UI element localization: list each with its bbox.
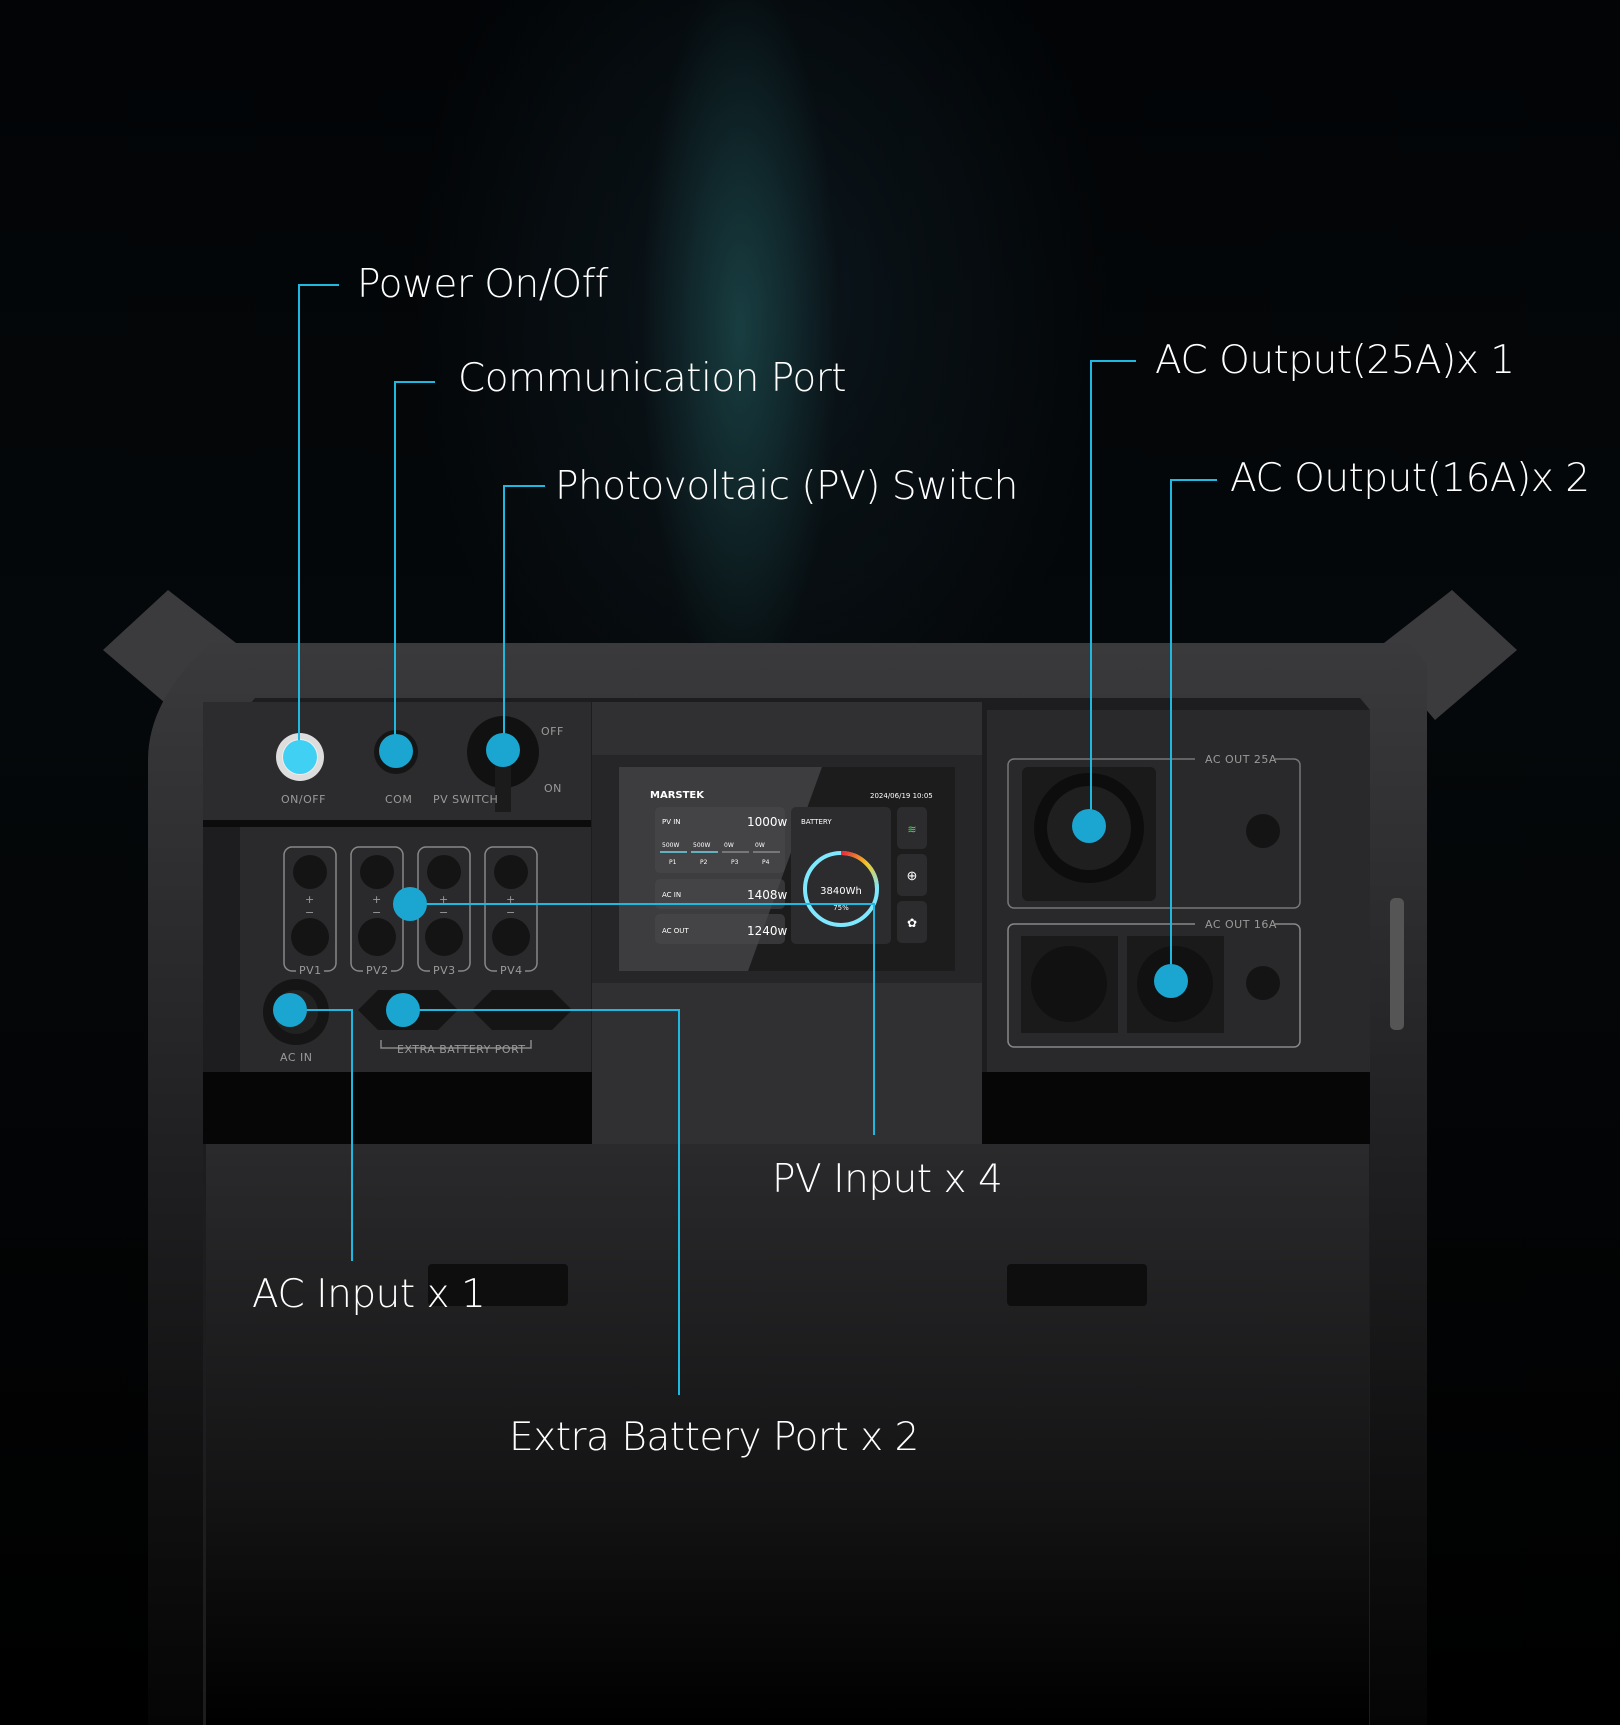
dot-com — [379, 734, 413, 768]
label-extra-battery-port: EXTRA BATTERY PORT — [397, 1043, 526, 1056]
callout-extra-battery: Extra Battery Port x 2 — [509, 1415, 919, 1460]
callout-ac-out-25: AC Output(25A)x 1 — [1155, 338, 1515, 383]
label-on-off: ON/OFF — [281, 793, 326, 806]
pv-channel-label: P3 — [731, 859, 739, 866]
label-pv-switch: PV SWITCH — [433, 793, 498, 806]
label-ac-out-25a: AC OUT 25A — [1205, 753, 1277, 766]
plus-label: + — [372, 893, 382, 906]
grip-left — [428, 1264, 568, 1306]
grip-right — [1007, 1264, 1147, 1306]
pv-channel-label: P1 — [669, 859, 677, 866]
settings-icon — [897, 901, 927, 943]
ac-in-label: AC IN — [662, 891, 681, 899]
svg-text:≋: ≋ — [907, 824, 916, 836]
battery-percent: 75% — [833, 904, 849, 912]
minus-label: − — [439, 906, 449, 919]
pv-channel-value: 0W — [755, 842, 765, 849]
callout-dots — [273, 733, 1188, 1027]
ac-out-16a-box — [1007, 923, 1301, 1048]
pv-in-label: PV IN — [662, 818, 681, 826]
label-ac-in: AC IN — [280, 1051, 312, 1064]
minus-label: − — [506, 906, 516, 919]
battery-energy: 3840Wh — [820, 886, 862, 897]
label-ac-out-16a: AC OUT 16A — [1205, 918, 1277, 931]
plus-label: + — [506, 893, 516, 906]
callout-pv-switch: Photovoltaic (PV) Switch — [555, 464, 1018, 509]
label-on: ON — [544, 782, 562, 795]
callout-pv-input: PV Input x 4 — [772, 1157, 1003, 1202]
dot-power — [283, 740, 317, 774]
pv-port-group: +−PV1+−PV2+−PV3+−PV4 — [283, 846, 538, 977]
ac-out-16a-socket-1 — [1031, 946, 1107, 1022]
minus-label: − — [372, 906, 382, 919]
screen-brand: MARSTEK — [650, 790, 705, 801]
ac-out-label: AC OUT — [662, 927, 689, 935]
dot-ac-out-25a — [1072, 809, 1106, 843]
ac-out-25a-box — [1007, 758, 1301, 909]
pv-label: PV2 — [366, 964, 389, 977]
callout-ac-out-16: AC Output(16A)x 2 — [1230, 456, 1590, 501]
dot-extra-battery — [386, 993, 420, 1027]
callout-com: Communication Port — [458, 356, 847, 401]
callout-lines — [290, 284, 1217, 1395]
pv-port-3[interactable]: +− PV3 — [417, 846, 471, 977]
display-screen: MARSTEK 2024/06/19 10:05 PV IN 1000w 500… — [619, 767, 955, 971]
battery-label: BATTERY — [801, 818, 832, 826]
callout-power: Power On/Off — [357, 262, 609, 307]
dot-ac-out-16a — [1154, 964, 1188, 998]
callout-ac-input: AC Input x 1 — [252, 1272, 486, 1317]
globe-icon — [897, 854, 927, 896]
pv-port-4[interactable]: +− PV4 — [484, 846, 538, 977]
wifi-icon — [897, 807, 927, 849]
pv-port-1[interactable]: +− PV1 — [283, 846, 337, 977]
pv-channel-value: 500W — [693, 842, 710, 849]
screen-datetime: 2024/06/19 10:05 — [870, 792, 933, 800]
pv-label: PV3 — [433, 964, 456, 977]
dot-pv-switch — [486, 733, 520, 767]
dot-ac-input — [273, 993, 307, 1027]
pv-in-value: 1000w — [747, 815, 788, 829]
pv-label: PV1 — [299, 964, 322, 977]
pv-channel-label: P2 — [700, 859, 708, 866]
svg-text:✿: ✿ — [907, 916, 917, 930]
ac-in-value: 1408w — [747, 888, 788, 902]
pv-label: PV4 — [500, 964, 523, 977]
pv-channel-value: 0W — [724, 842, 734, 849]
hinge — [1390, 898, 1404, 1030]
plus-label: + — [305, 893, 315, 906]
label-com: COM — [385, 793, 412, 806]
lower-body — [206, 1144, 1369, 1725]
pv-port-2[interactable]: +− PV2 — [350, 846, 404, 977]
label-off: OFF — [541, 725, 564, 738]
minus-label: − — [305, 906, 315, 919]
dot-pv-input — [393, 887, 427, 921]
plus-label: + — [439, 893, 449, 906]
pv-channel-label: P4 — [762, 859, 770, 866]
svg-text:⊕: ⊕ — [907, 868, 918, 883]
pv-channel-value: 500W — [662, 842, 679, 849]
ac-out-value: 1240w — [747, 924, 788, 938]
